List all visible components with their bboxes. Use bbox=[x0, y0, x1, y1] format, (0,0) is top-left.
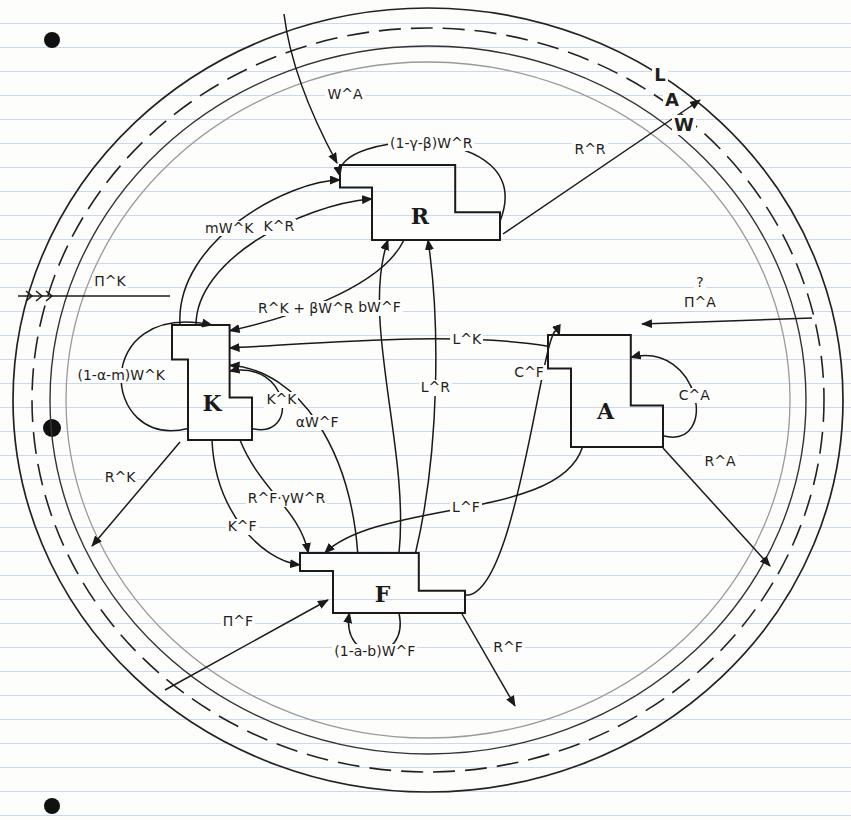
inflow-line bbox=[642, 318, 812, 324]
flow-label: R^K bbox=[103, 470, 138, 485]
stepped-block: A bbox=[548, 335, 663, 447]
flow-label: C^F bbox=[512, 365, 546, 380]
block-letter: A bbox=[597, 400, 614, 422]
block-letter: K bbox=[202, 392, 221, 414]
inner-ring bbox=[50, 46, 806, 754]
inner-ring-light bbox=[66, 62, 790, 738]
block-outline-shape bbox=[300, 553, 465, 613]
outer-ring bbox=[13, 8, 843, 792]
flow-label: K^R bbox=[262, 219, 297, 234]
block-outline-shape bbox=[548, 335, 663, 447]
flow-arrow bbox=[379, 240, 400, 553]
flow-chevrons bbox=[26, 291, 52, 301]
flow-label: K^K bbox=[264, 392, 298, 407]
flow-label: Π^F bbox=[221, 614, 255, 629]
outflow-line bbox=[462, 614, 515, 706]
flow-label: R^A bbox=[702, 454, 737, 469]
flow-label: Π^A bbox=[682, 295, 718, 310]
block-outline-shape bbox=[340, 165, 500, 240]
punch-hole bbox=[44, 32, 60, 48]
flow-label: mW^K bbox=[203, 221, 255, 236]
flow-label: R^K + βW^R bbox=[256, 301, 356, 316]
ring-letter: A bbox=[663, 90, 681, 110]
flow-label: (1-γ-β)W^R bbox=[388, 136, 474, 151]
flow-arrow bbox=[230, 240, 404, 331]
flow-label: R^R bbox=[572, 142, 607, 157]
stepped-block: K bbox=[172, 325, 252, 440]
ring-letter: L bbox=[652, 65, 667, 85]
flow-label: W^A bbox=[325, 87, 364, 102]
stepped-block: R bbox=[340, 165, 500, 240]
flow-arrow bbox=[465, 331, 560, 596]
stepped-block: F bbox=[300, 553, 465, 613]
flow-arrow bbox=[196, 199, 372, 325]
flow-label: ? bbox=[694, 275, 705, 290]
flow-label: K^F bbox=[226, 519, 259, 534]
flow-label: (1-a-b)W^F bbox=[332, 644, 417, 659]
flow-label: L^F bbox=[450, 500, 482, 515]
flow-label: bW^F bbox=[356, 300, 403, 315]
outflow-line bbox=[92, 442, 180, 546]
block-letter: F bbox=[375, 583, 391, 605]
flow-arrow bbox=[325, 447, 583, 553]
dashed-ring bbox=[32, 28, 824, 772]
outflow-line bbox=[503, 100, 700, 234]
flow-label: L^K bbox=[450, 332, 483, 347]
ring-letter: W bbox=[672, 115, 696, 135]
block-letter: R bbox=[411, 205, 429, 227]
flow-label: Π^K bbox=[92, 274, 127, 289]
flow-label: L^R bbox=[419, 380, 452, 395]
block-outline-shape bbox=[172, 325, 252, 440]
flow-arrow bbox=[416, 240, 436, 553]
block-outline bbox=[340, 165, 500, 240]
block-outline bbox=[548, 335, 663, 447]
flow-label: C^A bbox=[677, 388, 712, 403]
flow-label: R^F·γW^R bbox=[246, 491, 328, 506]
block-outline bbox=[172, 325, 252, 440]
flow-arrow bbox=[230, 339, 548, 348]
inflow-line bbox=[165, 600, 328, 690]
outflow-line bbox=[663, 448, 770, 566]
flow-label: αW^F bbox=[294, 415, 341, 430]
punch-hole bbox=[44, 798, 60, 814]
flow-label: (1-α-m)W^K bbox=[75, 368, 167, 383]
flow-label: R^F bbox=[491, 640, 525, 655]
